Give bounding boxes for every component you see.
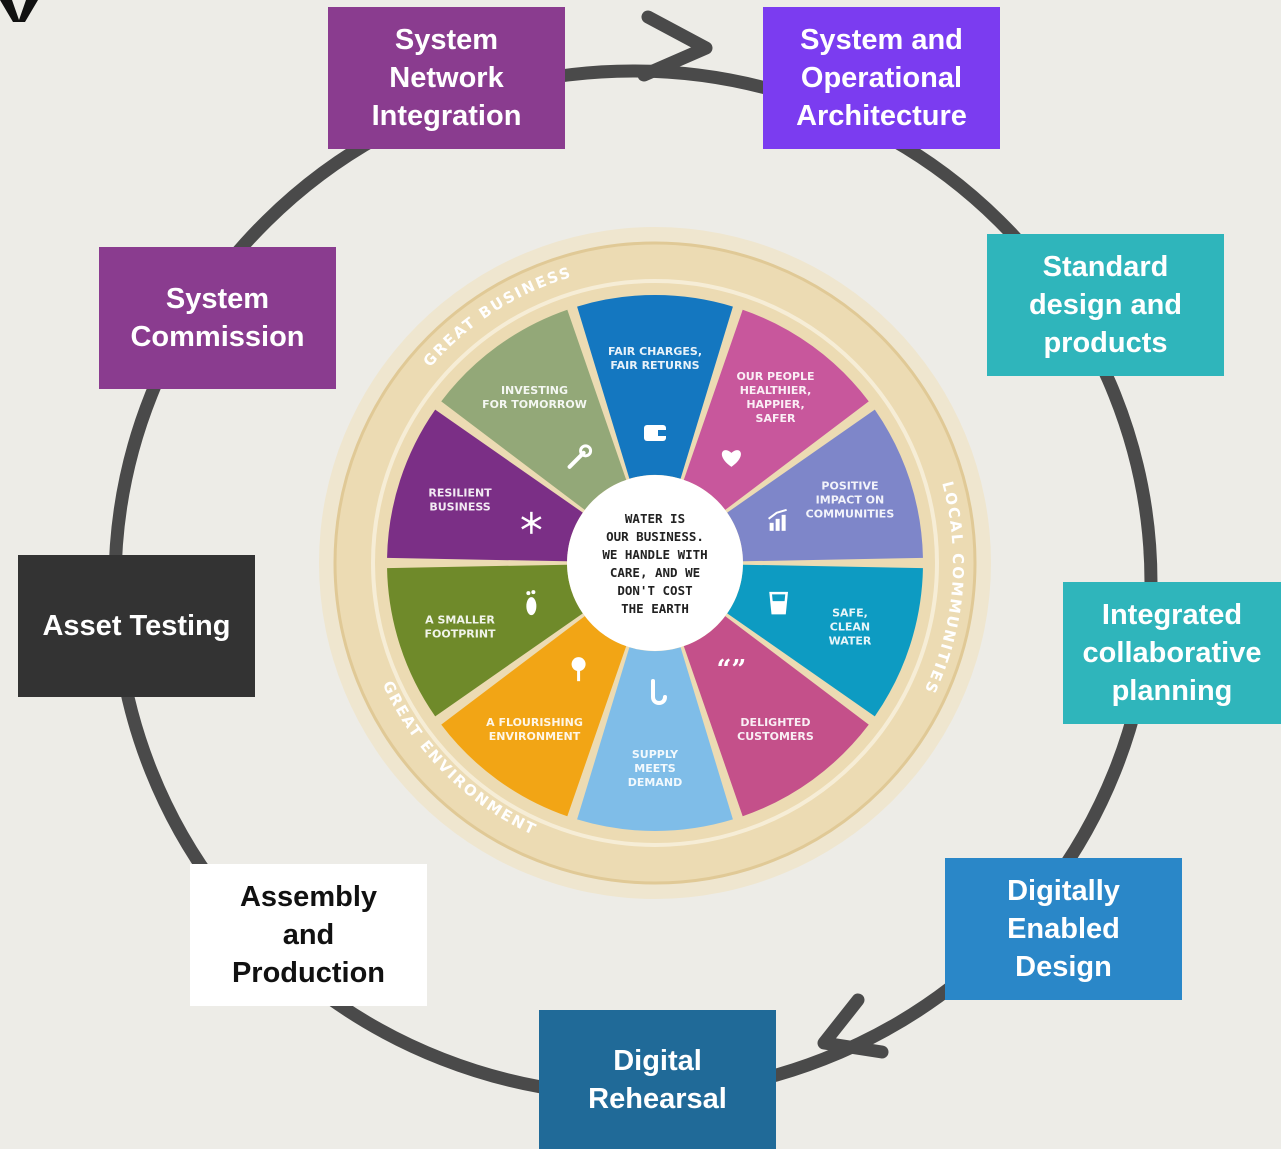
stage-digitally-enabled-design: Digitally Enabled Design <box>945 858 1182 1000</box>
svg-text:“”: “” <box>716 655 746 685</box>
wrench-icon <box>567 444 593 469</box>
footprint-icon <box>526 590 537 616</box>
stage-system-operational-architecture: System and Operational Architecture <box>763 7 1000 149</box>
segment-label: FAIR CHARGES,FAIR RETURNS <box>608 345 702 372</box>
wheel-inner-rim <box>371 279 939 847</box>
chart-icon <box>768 508 787 531</box>
segment-wedge <box>577 295 733 479</box>
stage-integrated-collaborative-planning: Integrated collaborative planning <box>1063 582 1281 724</box>
stage-assembly-production: Assembly and Production <box>190 864 427 1006</box>
glass-icon <box>769 591 789 615</box>
segment-wedge <box>683 616 869 817</box>
quote-icon: “” <box>716 655 746 685</box>
stage-system-commission: System Commission <box>99 247 336 389</box>
partial-logo-mark <box>0 0 38 22</box>
wallet-icon <box>644 425 666 441</box>
tap-icon <box>651 679 667 705</box>
stage-asset-testing: Asset Testing <box>18 555 255 697</box>
cycle-arrowhead-top <box>637 10 713 82</box>
stage-system-network-integration: System Network Integration <box>328 7 565 149</box>
snowflake-icon <box>521 511 542 534</box>
heart-icon <box>721 450 741 467</box>
wheel-center-disc <box>567 475 743 651</box>
cycle-arrowhead-bottom <box>817 993 889 1059</box>
flower-icon <box>571 657 586 682</box>
segment-wedge <box>577 647 733 831</box>
wheel-segment: FAIR CHARGES,FAIR RETURNS <box>577 295 733 479</box>
stage-standard-design-products: Standard design and products <box>987 234 1224 376</box>
stage-digital-rehearsal: Digital Rehearsal <box>539 1010 776 1149</box>
segment-wedge <box>441 309 627 510</box>
